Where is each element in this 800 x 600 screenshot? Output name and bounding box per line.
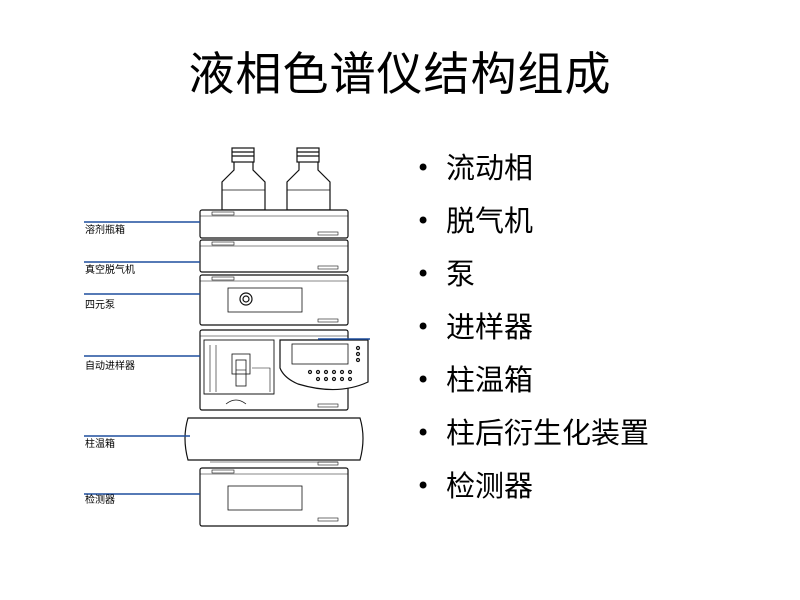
callout-solvent-cabinet: 溶剂瓶箱 [85, 225, 125, 236]
quaternary-pump-module [199, 274, 349, 326]
component-item: • 流动相 [412, 150, 649, 203]
component-label: 柱后衍生化装置 [446, 416, 650, 450]
callout-autosampler: 自动进样器 [85, 361, 135, 372]
callout-detector: 检测器 [85, 495, 115, 506]
vacuum-degasser-module [199, 239, 349, 273]
component-list: •流动相 •脱气机 •泵 •进样器 •柱温箱 •柱后衍生化装置 •检测器 [412, 150, 649, 521]
bullet-icon: • [416, 313, 431, 341]
component-label: 流动相 [446, 151, 534, 185]
callout-quaternary-pump: 四元泵 [85, 300, 115, 311]
component-item: • 柱温箱 [412, 362, 649, 415]
callout-leader-lines [84, 221, 370, 495]
component-label: 脱气机 [446, 204, 534, 238]
solvent-cabinet-module [199, 209, 349, 239]
bullet-icon: • [416, 207, 431, 235]
bullet-icon: • [416, 366, 431, 394]
bullet-icon: • [416, 472, 431, 500]
column-oven-module [184, 417, 364, 466]
solvent-bottle-right [286, 147, 331, 211]
bullet-icon: • [416, 419, 431, 447]
bullet-icon: • [416, 260, 431, 288]
autosampler-module [199, 329, 369, 411]
component-item: • 柱后衍生化装置 [412, 415, 649, 468]
component-item: •泵 [412, 256, 649, 309]
callout-vacuum-degasser: 真空脱气机 [85, 265, 135, 276]
callout-column-oven: 柱温箱 [85, 439, 115, 450]
bullet-icon: • [416, 154, 431, 182]
solvent-bottle-left [221, 147, 266, 211]
component-item: • 进样器 [412, 309, 649, 362]
component-label: 进样器 [446, 310, 534, 344]
component-label: 检测器 [446, 469, 534, 503]
slide-title: 液相色谱仪结构组成 [188, 47, 612, 101]
component-label: 柱温箱 [446, 363, 534, 397]
detector-module [199, 467, 349, 527]
component-item: • 检测器 [412, 468, 649, 521]
component-item: • 脱气机 [412, 203, 649, 256]
component-label: 泵 [446, 257, 476, 291]
